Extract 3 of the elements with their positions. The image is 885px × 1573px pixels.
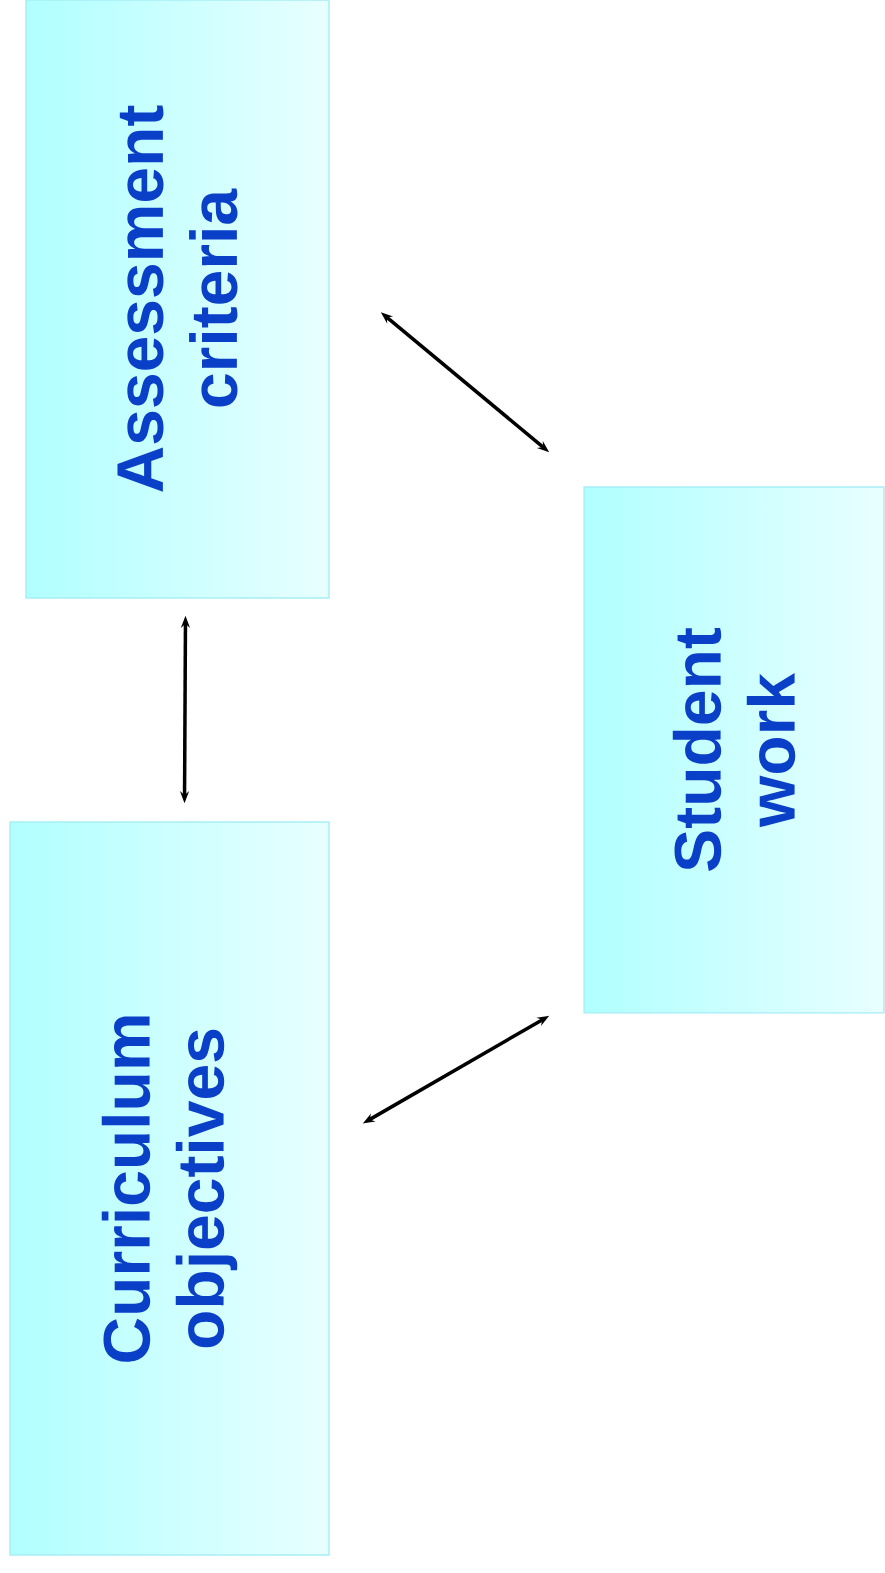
text-box: Curriculum objectives bbox=[9, 821, 330, 1556]
text-box: Student work bbox=[583, 486, 885, 1014]
text-box: Assessment criteria bbox=[25, 0, 330, 599]
